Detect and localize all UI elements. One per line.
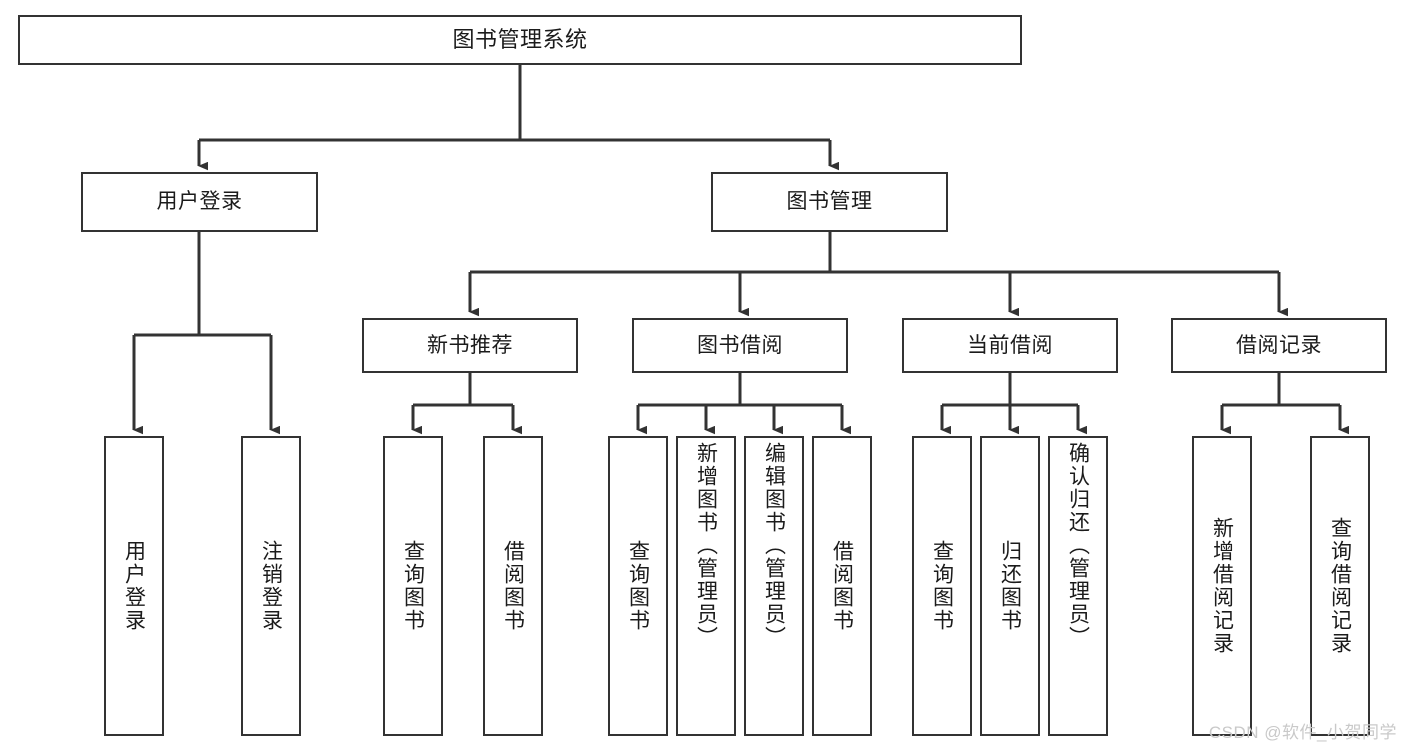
node-leaf-query-book-3-label: 查询图书: [930, 540, 954, 632]
node-new-book-rec-label: 新书推荐: [427, 333, 513, 357]
node-user-login[interactable]: 用户登录: [81, 172, 318, 232]
node-current-borrow-label: 当前借阅: [967, 333, 1053, 357]
node-leaf-add-book-label: 新增图书（管理员）: [694, 442, 718, 649]
node-borrow-record-label: 借阅记录: [1236, 333, 1322, 357]
node-root-system[interactable]: 图书管理系统: [18, 15, 1022, 65]
node-leaf-add-book[interactable]: 新增图书（管理员）: [676, 436, 736, 736]
node-leaf-borrow-book-1-label: 借阅图书: [501, 540, 525, 632]
node-leaf-return-book-label: 归还图书: [998, 540, 1022, 632]
node-leaf-return-book[interactable]: 归还图书: [980, 436, 1040, 736]
node-book-borrow-label: 图书借阅: [697, 333, 783, 357]
node-leaf-borrow-book-2[interactable]: 借阅图书: [812, 436, 872, 736]
node-leaf-edit-book-label: 编辑图书（管理员）: [762, 442, 786, 649]
node-leaf-query-book-1-label: 查询图书: [401, 540, 425, 632]
node-leaf-query-book-1[interactable]: 查询图书: [383, 436, 443, 736]
node-leaf-user-login-label: 用户登录: [122, 540, 146, 632]
node-leaf-confirm-return-label: 确认归还（管理员）: [1066, 442, 1090, 649]
node-leaf-user-logout[interactable]: 注销登录: [241, 436, 301, 736]
node-leaf-query-record-label: 查询借阅记录: [1328, 517, 1352, 655]
node-root-system-label: 图书管理系统: [452, 26, 588, 52]
node-leaf-borrow-book-1[interactable]: 借阅图书: [483, 436, 543, 736]
node-leaf-user-logout-label: 注销登录: [259, 540, 283, 632]
node-leaf-add-record[interactable]: 新增借阅记录: [1192, 436, 1252, 736]
node-book-manage[interactable]: 图书管理: [711, 172, 948, 232]
node-user-login-label: 用户登录: [156, 190, 243, 214]
node-leaf-query-book-2[interactable]: 查询图书: [608, 436, 668, 736]
node-borrow-record[interactable]: 借阅记录: [1171, 318, 1387, 373]
node-leaf-user-login[interactable]: 用户登录: [104, 436, 164, 736]
node-new-book-rec[interactable]: 新书推荐: [362, 318, 578, 373]
node-current-borrow[interactable]: 当前借阅: [902, 318, 1118, 373]
node-book-borrow[interactable]: 图书借阅: [632, 318, 848, 373]
node-book-manage-label: 图书管理: [786, 190, 873, 214]
watermark-text: CSDN @软件_小贺同学: [1208, 723, 1397, 742]
node-leaf-add-record-label: 新增借阅记录: [1210, 517, 1234, 655]
node-leaf-query-record[interactable]: 查询借阅记录: [1310, 436, 1370, 736]
node-leaf-borrow-book-2-label: 借阅图书: [830, 540, 854, 632]
node-leaf-query-book-3[interactable]: 查询图书: [912, 436, 972, 736]
node-leaf-confirm-return[interactable]: 确认归还（管理员）: [1048, 436, 1108, 736]
node-leaf-query-book-2-label: 查询图书: [626, 540, 650, 632]
node-leaf-edit-book[interactable]: 编辑图书（管理员）: [744, 436, 804, 736]
